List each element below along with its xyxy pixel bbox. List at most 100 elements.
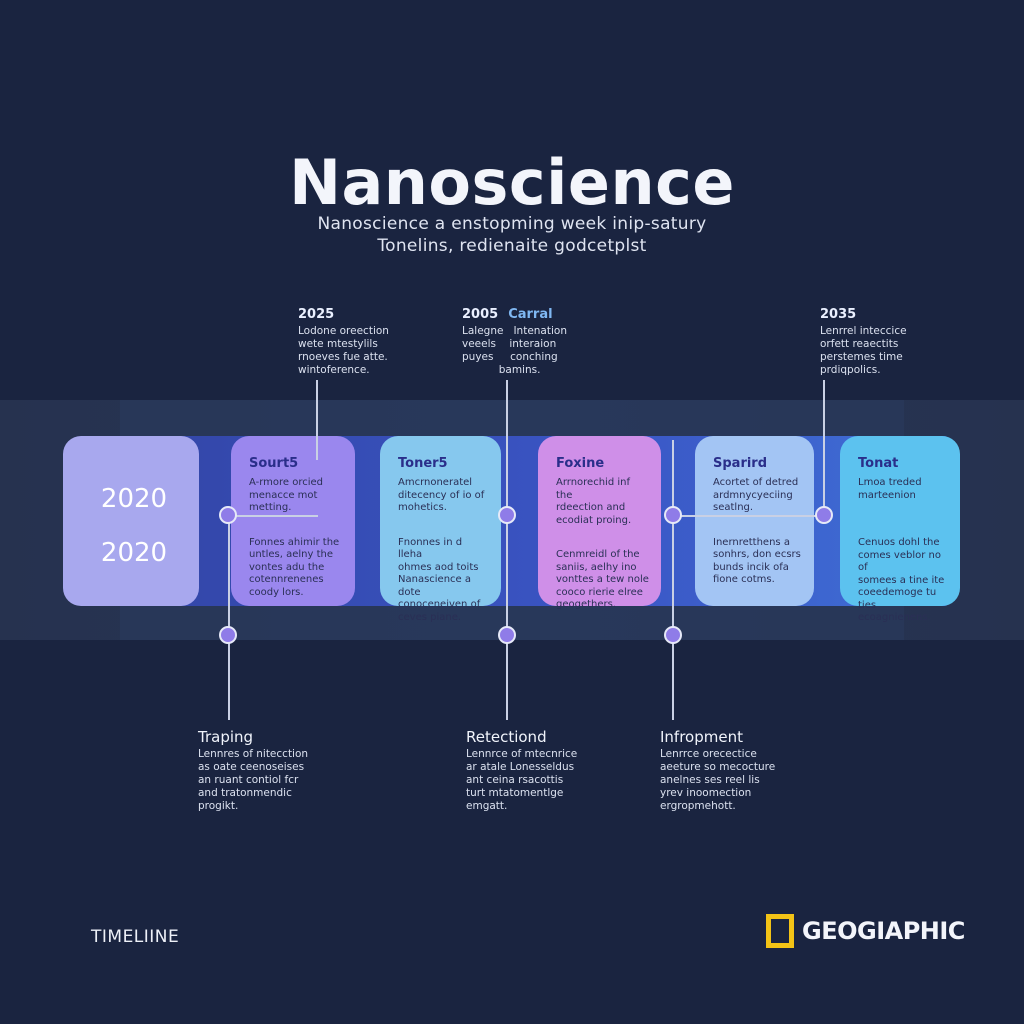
card-title: Tonat <box>858 456 899 471</box>
timeline-dot <box>664 506 682 524</box>
card-text: Fonnes ahimir the untles, aelny the vont… <box>249 537 343 600</box>
card-text: Inernretthens a sonhrs, don ecsrs bunds … <box>713 537 802 587</box>
page-subtitle-line-1: Nanoscience a enstopming week inip-satur… <box>317 214 707 234</box>
bottom-note-line: ar atale Lonesseldus <box>466 761 575 773</box>
card-text: Arrnorechid inf the rdeection and ecodia… <box>556 477 649 527</box>
card-line: fione cotms. <box>713 574 775 585</box>
connector-line <box>228 515 318 517</box>
card-line: ardmnycyeciing <box>713 489 793 501</box>
bottom-note-line: Lennrce of mtecnrice <box>466 748 578 760</box>
bottom-note-line: aeeture so mecocture <box>660 761 776 773</box>
connector-line <box>316 380 318 460</box>
card-title: Sourt5 <box>249 456 299 471</box>
bottom-note-3: Infropment Lenrrce orecectice aeeture so… <box>660 728 810 813</box>
timeline-card-4: Sparird Acortet of detred ardmnycyeciing… <box>695 436 814 606</box>
bottom-note-line: turt mtatomentlge <box>466 787 564 799</box>
card-text: Cenmreidl of the saniis, aelhy ino vontt… <box>556 549 649 612</box>
card-line: marteenion <box>858 489 916 501</box>
card-text: Fnonnes in d lleha ohmes aod toits Nanas… <box>398 537 489 625</box>
card-line: Arrnorechid inf the <box>556 477 630 501</box>
bottom-note-2: Retectiond Lennrce of mtecnrice ar atale… <box>466 728 616 813</box>
card-line: ecoagnienens. <box>858 612 931 623</box>
card-line: metting. <box>249 502 292 513</box>
card-line: conoceneiven of <box>398 599 481 610</box>
card-line: somees a tine ite <box>858 574 945 586</box>
card-line: geogethers. <box>556 599 617 610</box>
timeline-card-5: Tonat Lmoa treded marteenion Cenuos dohl… <box>840 436 960 623</box>
bottom-note-line: Lenrrce orecectice <box>660 748 757 760</box>
card-text: Amcrnoneratel ditecency of io of mohetic… <box>398 477 489 515</box>
card-line: A-rmore orcied <box>249 477 324 488</box>
top-note-year: 2025 <box>298 307 335 322</box>
timeline-card-3: Foxine Arrnorechid inf the rdeection and… <box>538 436 661 610</box>
timeline-card-1: Sourt5 A-rmore orcied menacce mot mettin… <box>231 436 355 606</box>
card-line: cotennrenenes <box>249 574 324 585</box>
bottom-note-line: emgatt. <box>466 800 508 812</box>
page-subtitle-line-2: Tonelins, redienaite godcetplst <box>377 236 647 256</box>
card-line: cooco rierie elree <box>556 586 643 598</box>
card-line: vontes adu the <box>249 561 325 573</box>
top-note-line: bamins. <box>462 364 541 376</box>
card-line: coeedemoge tu ties <box>858 587 937 611</box>
top-note-year: 2005 <box>462 307 499 322</box>
publisher-logo: GEOGIAPHIC <box>766 914 965 948</box>
top-note-accent: Carral <box>508 307 553 322</box>
bottom-note-title: Infropment <box>660 728 743 746</box>
page-title: Nanoscience <box>289 146 735 219</box>
bottom-note-line: and tratonmendic <box>198 787 292 799</box>
timeline-dot <box>219 506 237 524</box>
bottom-note-line: an ruant contiol fcr <box>198 774 299 786</box>
bottom-note-title: Traping <box>198 728 254 746</box>
card-line: rdeection and <box>556 502 626 513</box>
year-card: 2020 2020 <box>63 436 199 606</box>
timeline-dot <box>219 626 237 644</box>
card-line: untles, aelny the <box>249 549 333 560</box>
connector-line <box>506 380 508 720</box>
timeline-dot <box>664 626 682 644</box>
card-line: comes veblor no of <box>858 549 941 574</box>
connector-line <box>672 515 824 517</box>
timeline-dot <box>498 506 516 524</box>
card-line: sonhrs, don ecsrs <box>713 549 801 560</box>
card-text: A-rmore orcied menacce mot metting. <box>249 477 343 515</box>
top-note-1: 2025 Lodone oreection wete mtestylils rn… <box>298 308 438 377</box>
top-note-line: puyes conching <box>462 351 558 363</box>
year-label: 2020 <box>100 538 168 568</box>
connector-line <box>672 440 674 720</box>
bottom-note-line: progikt. <box>198 800 239 812</box>
card-text: Acortet of detred ardmnycyeciing seatlng… <box>713 477 802 515</box>
card-line: vonttes a tew nole <box>556 574 649 585</box>
top-note-line: orfett reaectits <box>820 338 899 350</box>
timeline-card-2: Toner5 Amcrnoneratel ditecency of io of … <box>380 436 501 623</box>
card-text: Lmoa treded marteenion <box>858 477 948 502</box>
card-text: Cenuos dohl the comes veblor no of somee… <box>858 537 948 625</box>
top-note-year: 2035 <box>820 307 857 322</box>
card-line: ditecency of io of <box>398 489 485 501</box>
bottom-note-line: Lennres of nitecction <box>198 748 309 760</box>
card-line: Cenmreidl of the <box>556 549 640 560</box>
top-note-line: Lenrrel inteccice <box>820 325 907 337</box>
top-note-line: perstemes time <box>820 351 903 363</box>
bottom-note-title: Retectiond <box>466 728 547 746</box>
logo-text: GEOGIAPHIC <box>802 917 965 945</box>
card-title: Sparird <box>713 456 768 471</box>
bottom-note-line: as oate ceenoseises <box>198 761 305 773</box>
card-line: saniis, aelhy ino <box>556 561 637 573</box>
card-line: coody lors. <box>249 586 304 598</box>
top-note-line: veeels interaion <box>462 338 557 350</box>
card-title: Foxine <box>556 456 605 471</box>
year-label: 2020 <box>100 484 168 514</box>
top-note-line: prdiqpolics. <box>820 364 881 376</box>
bottom-note-line: anelnes ses reel lis <box>660 774 760 786</box>
card-line: Fonnes ahimir the <box>249 536 340 548</box>
yellow-frame-icon <box>766 914 794 948</box>
top-note-line: rnoeves fue atte. <box>298 351 388 363</box>
card-line: ohmes aod toits <box>398 561 479 573</box>
timeline-label: TIMELIINE <box>91 927 180 947</box>
card-line: Lmoa treded <box>858 477 922 488</box>
card-line: Cenuos dohl the <box>858 537 940 548</box>
card-line: menacce mot <box>249 489 318 501</box>
bottom-note-line: ant ceina rsacottis <box>466 774 564 786</box>
top-note-3: 2035 Lenrrel inteccice orfett reaectits … <box>820 308 960 377</box>
